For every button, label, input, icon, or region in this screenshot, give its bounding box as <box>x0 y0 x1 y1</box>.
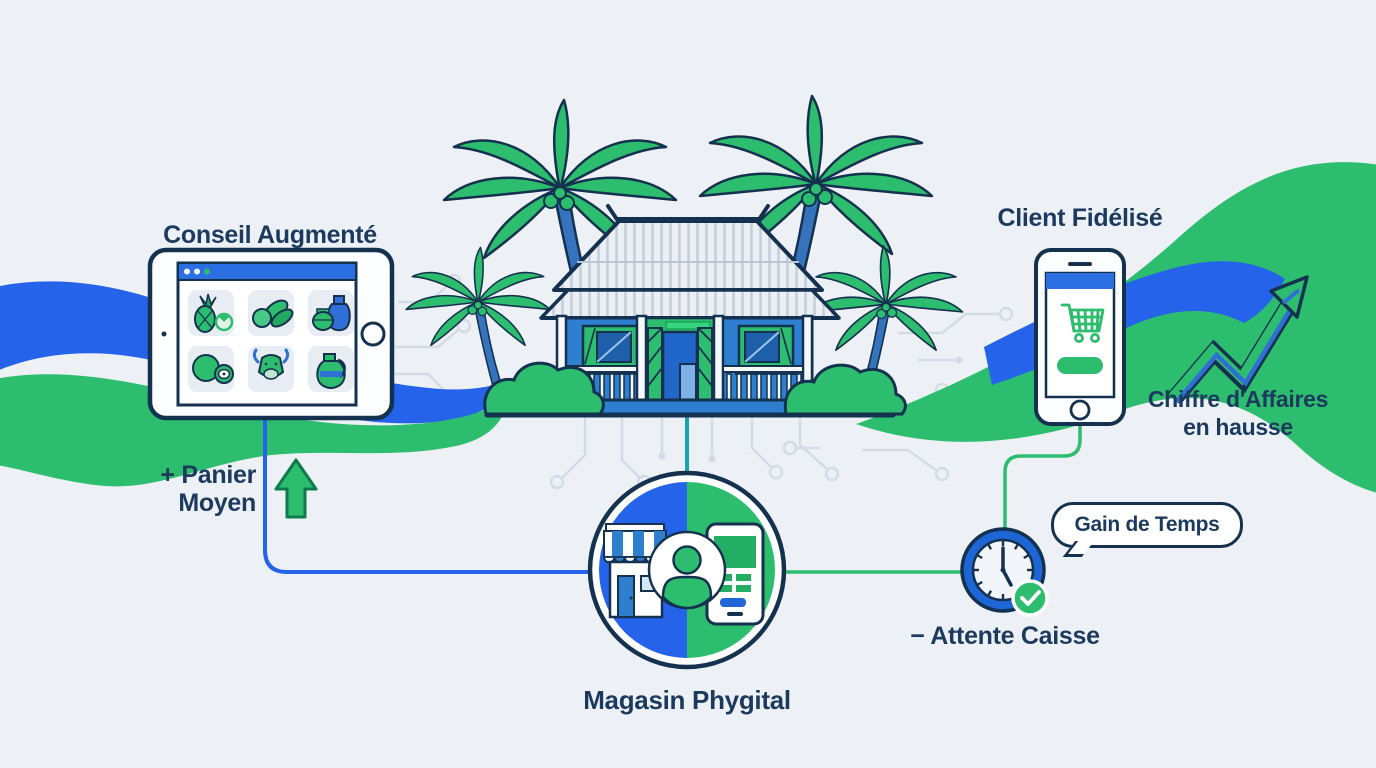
phone-header-bar <box>1046 273 1114 289</box>
bubble-label: Gain de Temps <box>1074 513 1220 536</box>
tablet-home-button <box>360 321 386 347</box>
basket-label-line2: Moyen <box>178 489 256 517</box>
connectors <box>263 410 1082 574</box>
tablet-node-label: Conseil Augmenté <box>163 221 377 249</box>
soursop-icon <box>252 299 294 328</box>
bush-icon <box>783 363 907 416</box>
coconut-icon <box>192 354 234 384</box>
check-badge-icon <box>1011 579 1049 617</box>
browser-dot-icon <box>184 268 190 275</box>
pineapple-icon <box>194 293 234 333</box>
revenue-label-line1: Chiffre d'Affaires <box>1147 386 1329 412</box>
center-node-label: Magasin Phygital <box>583 685 791 715</box>
customer-icon <box>647 530 727 610</box>
customer-phone <box>1034 248 1126 426</box>
basket-label-line1: + Panier <box>160 461 256 489</box>
phygital-hub <box>587 470 787 670</box>
wave-left-green <box>0 374 509 487</box>
browser-dot-icon <box>204 268 210 275</box>
house-veranda-roof <box>539 288 841 320</box>
tablet-camera-icon <box>161 331 167 337</box>
browser-bar <box>177 262 357 281</box>
advisor-tablet <box>147 247 395 421</box>
checkout-label: − Attente Caisse <box>910 622 1100 650</box>
basket-up-arrow-icon <box>274 458 318 519</box>
house-railing <box>565 365 804 401</box>
creole-house <box>483 204 907 418</box>
phone-node-label: Client Fidélisé <box>997 204 1163 232</box>
waiting-clock <box>960 527 1049 617</box>
growth-arrow-icon <box>1167 275 1309 405</box>
gain-de-temps-bubble: Gain de Temps <box>1051 502 1243 548</box>
jug-icon <box>316 353 346 389</box>
zebu-icon <box>252 348 290 380</box>
phone-speaker-icon <box>1068 262 1092 266</box>
browser-dot-icon <box>194 268 200 275</box>
revenue-label-line2: en hausse <box>1183 413 1293 440</box>
connector-phone-to-clock <box>1003 422 1082 532</box>
connector-tablet-to-hub <box>263 416 592 574</box>
house-shutter <box>647 327 713 401</box>
phone-home-button <box>1069 399 1091 421</box>
cart-icon <box>1060 303 1105 343</box>
house-main-roof <box>552 218 824 292</box>
revenue-label: Chiffre d'Affaires en hausse <box>1133 386 1343 441</box>
vases-icon <box>312 295 351 332</box>
mobile-app-icon <box>705 522 765 626</box>
bush-icon <box>483 361 605 416</box>
checkout-pill-button <box>1057 357 1103 374</box>
basket-label: + Panier Moyen <box>116 461 256 517</box>
